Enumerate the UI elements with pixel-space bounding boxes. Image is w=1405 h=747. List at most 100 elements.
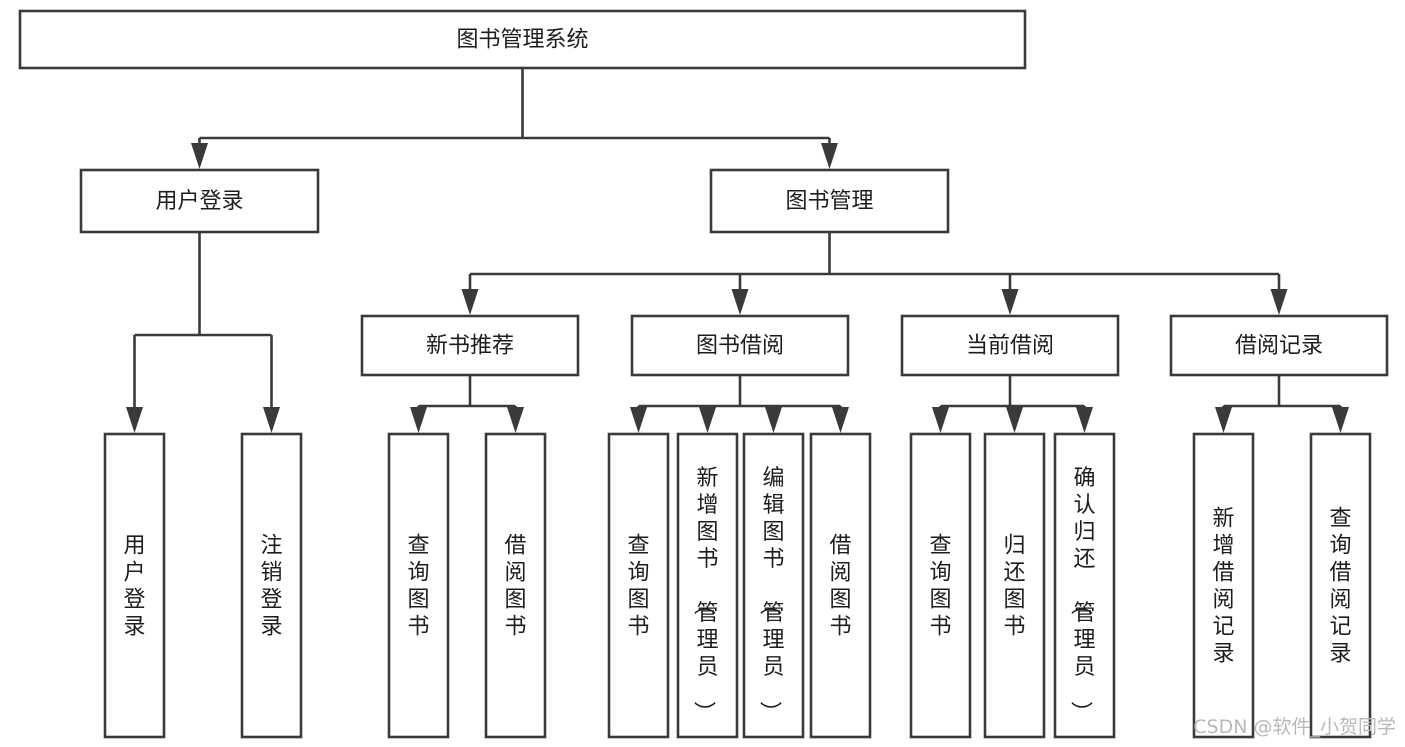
edge-book-manage-new-book-recommend [461,274,479,315]
edge-group-book-manage [461,232,1288,315]
arrow-head-icon [126,407,143,433]
edge-borrow-record-leaf-add-record [1215,406,1232,433]
node-box-leaf-return-book[interactable] [983,432,1046,739]
edge-group-current-borrow [932,375,1093,433]
node-book-borrow[interactable]: 图书借阅 [630,314,850,377]
node-leaf-confirm-return[interactable]: 确认归还（管理员） [1053,432,1116,739]
arrow-head-icon [1076,407,1093,433]
node-leaf-add-book[interactable]: 新增图书（管理员） [676,432,739,739]
node-label-leaf-return-book: 归还图书 [1003,534,1025,640]
node-box-new-book-recommend[interactable] [360,314,580,377]
edge-book-manage-borrow-record [1270,274,1288,315]
edge-book-borrow-leaf-query-book-2 [630,406,647,433]
node-box-leaf-user-login[interactable] [103,432,166,739]
node-label-leaf-query-book-2: 查询图书 [627,534,649,640]
node-label-leaf-add-book: 新增图书（管理员） [690,466,718,723]
node-label-book-borrow: 图书借阅 [696,334,784,359]
node-box-leaf-borrow-book-2[interactable] [809,432,872,739]
node-label-new-book-recommend: 新书推荐 [426,334,514,359]
arrow-head-icon [699,407,716,433]
node-leaf-query-book-2[interactable]: 查询图书 [607,432,670,739]
edge-current-borrow-leaf-return-book [1006,406,1023,433]
node-label-leaf-query-book-1: 查询图书 [407,534,429,640]
node-label-leaf-confirm-return: 确认归还（管理员） [1067,466,1095,723]
node-box-leaf-query-record[interactable] [1309,432,1372,739]
node-box-leaf-query-book-3[interactable] [909,432,972,739]
edge-current-borrow-leaf-query-book-3 [932,406,949,433]
node-leaf-return-book[interactable]: 归还图书 [983,432,1046,739]
node-leaf-user-logout[interactable]: 注销登录 [240,432,303,739]
edge-group-new-book-recommend [410,375,524,433]
arrow-head-icon [932,407,949,433]
edge-current-borrow-leaf-confirm-return [1076,406,1093,433]
node-label-leaf-borrow-book-2: 借阅图书 [829,534,851,640]
node-leaf-edit-book[interactable]: 编辑图书（管理员） [742,432,805,739]
arrow-head-icon [731,289,749,315]
node-leaf-query-book-1[interactable]: 查询图书 [387,432,450,739]
node-box-leaf-add-record[interactable] [1192,432,1255,739]
node-new-book-recommend[interactable]: 新书推荐 [360,314,580,377]
edge-group-borrow-record [1215,375,1349,433]
node-leaf-query-record[interactable]: 查询借阅记录 [1309,432,1372,739]
arrow-head-icon [191,143,208,169]
node-label-root: 图书管理系统 [456,28,588,53]
arrow-head-icon [1332,407,1349,433]
node-box-book-borrow[interactable] [630,314,850,377]
arrow-head-icon [1270,289,1288,315]
node-root[interactable]: 图书管理系统 [18,9,1027,70]
edge-book-manage-book-borrow [731,274,749,315]
node-current-borrow[interactable]: 当前借阅 [900,314,1120,377]
node-box-user-login[interactable] [79,168,320,234]
node-borrow-record[interactable]: 借阅记录 [1169,314,1389,377]
edge-book-borrow-leaf-borrow-book-2 [832,406,849,433]
node-label-leaf-query-record: 查询借阅记录 [1329,507,1351,667]
node-user-login[interactable]: 用户登录 [79,168,320,234]
edge-user-login-leaf-user-logout [263,335,280,433]
node-label-current-borrow: 当前借阅 [966,334,1054,359]
node-box-leaf-add-book[interactable] [676,432,739,739]
edge-group-user-login [126,232,280,433]
edge-new-book-recommend-leaf-query-book-1 [410,406,427,433]
arrow-head-icon [832,407,849,433]
node-label-leaf-query-book-3: 查询图书 [929,534,951,640]
node-label-book-manage: 图书管理 [785,189,873,214]
node-leaf-user-login[interactable]: 用户登录 [103,432,166,739]
edge-root-user-login [191,138,208,169]
node-box-leaf-query-book-1[interactable] [387,432,450,739]
edge-book-manage-current-borrow [1001,274,1019,315]
edge-group-book-borrow [630,375,849,433]
node-box-current-borrow[interactable] [900,314,1120,377]
node-leaf-add-record[interactable]: 新增借阅记录 [1192,432,1255,739]
node-box-leaf-confirm-return[interactable] [1053,432,1116,739]
arrow-head-icon [1001,289,1019,315]
node-box-leaf-query-book-2[interactable] [607,432,670,739]
arrow-head-icon [1006,407,1023,433]
arrow-head-icon [765,407,782,433]
edge-root-book-manage [821,138,838,169]
node-leaf-query-book-3[interactable]: 查询图书 [909,432,972,739]
edge-book-borrow-leaf-edit-book [765,406,782,433]
node-label-borrow-record: 借阅记录 [1235,334,1323,359]
arrow-head-icon [1215,407,1232,433]
node-box-book-manage[interactable] [709,168,950,234]
edge-group-root [191,68,838,169]
node-box-root[interactable] [18,9,1027,70]
node-box-leaf-edit-book[interactable] [742,432,805,739]
node-label-leaf-user-logout: 注销登录 [260,534,282,640]
node-box-leaf-borrow-book-1[interactable] [484,432,547,739]
arrow-head-icon [507,407,524,433]
node-box-leaf-user-logout[interactable] [240,432,303,739]
node-book-manage[interactable]: 图书管理 [709,168,950,234]
node-leaf-borrow-book-2[interactable]: 借阅图书 [809,432,872,739]
edges-layer [126,68,1349,433]
edge-book-borrow-leaf-add-book [699,406,716,433]
node-box-borrow-record[interactable] [1169,314,1389,377]
node-label-leaf-edit-book: 编辑图书（管理员） [756,466,784,723]
node-label-user-login: 用户登录 [155,189,243,214]
nodes-layer: 图书管理系统用户登录图书管理新书推荐图书借阅当前借阅借阅记录用户登录注销登录查询… [18,9,1389,739]
arrow-head-icon [630,407,647,433]
node-label-leaf-borrow-book-1: 借阅图书 [504,534,526,640]
edge-borrow-record-leaf-query-record [1332,406,1349,433]
node-leaf-borrow-book-1[interactable]: 借阅图书 [484,432,547,739]
